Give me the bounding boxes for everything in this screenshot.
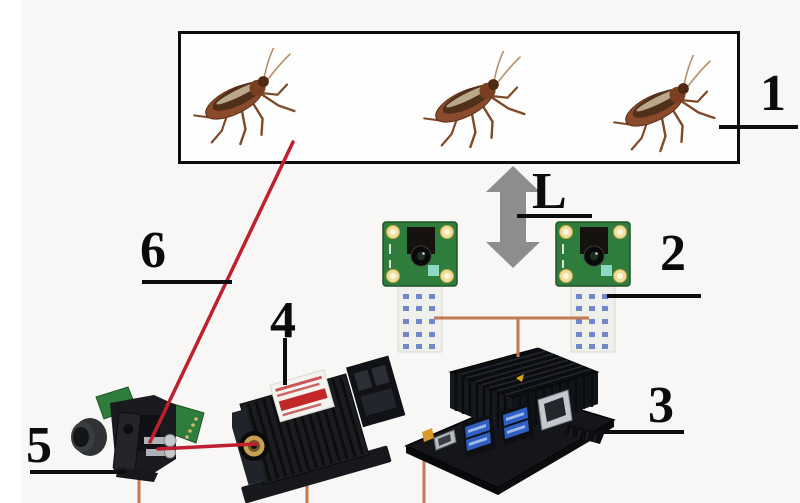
callout-2-line: [607, 294, 701, 298]
callout-3: 3: [648, 377, 674, 434]
left-margin: [0, 0, 21, 503]
cockroach-icon: [188, 48, 308, 148]
callout-4-line: [283, 338, 287, 385]
distance-label-line: [517, 214, 592, 218]
callout-1: 1: [760, 65, 786, 122]
callout-1-line: [719, 125, 798, 129]
callout-6: 6: [140, 222, 166, 279]
single-board-computer-icon: [404, 347, 616, 495]
cockroach-icon: [418, 51, 538, 151]
callout-2: 2: [660, 225, 686, 282]
laser-module-icon: [232, 355, 406, 503]
callout-5: 5: [26, 417, 52, 474]
distance-label: L: [532, 163, 567, 220]
cockroach-icon: [608, 55, 728, 155]
camera-module-icon: [381, 220, 459, 355]
callout-6-line: [142, 280, 232, 284]
callout-3-line: [600, 430, 684, 434]
double-headed-arrow-icon: [486, 166, 540, 268]
cockroach-enclosure-box: [178, 31, 740, 164]
camera-module-icon: [554, 220, 632, 355]
callout-5-line: [30, 470, 126, 474]
